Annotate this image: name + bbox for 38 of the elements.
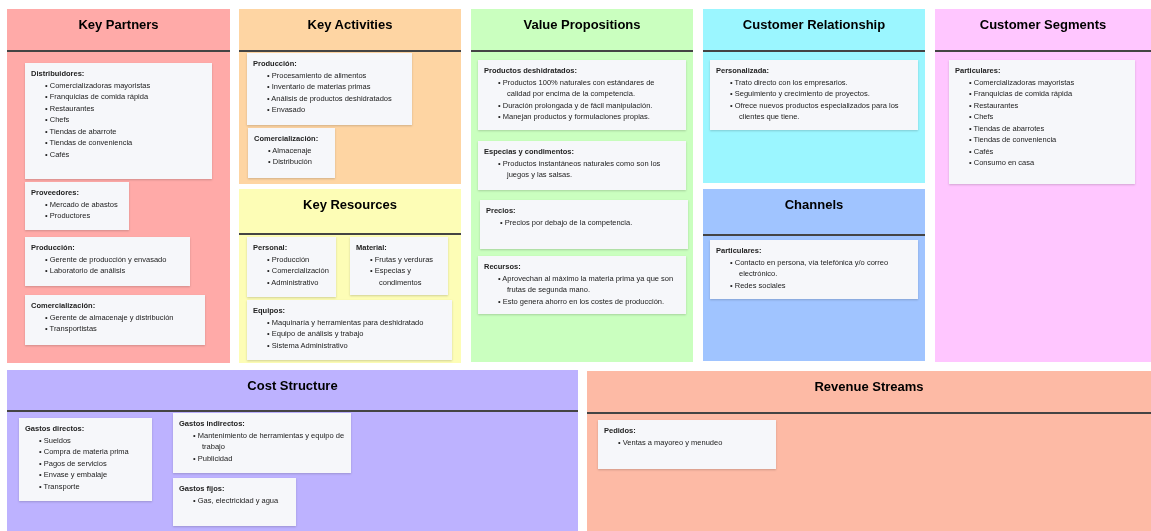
sticky-note: [248, 128, 335, 178]
section-title: Key Activities: [307, 16, 393, 34]
canvas-section: [471, 9, 693, 362]
sticky-note: [247, 53, 412, 125]
sticky-note: [25, 237, 190, 286]
sticky-note: [247, 300, 452, 360]
section-title: Key Resources: [303, 196, 397, 214]
section-title: Key Partners: [78, 16, 159, 34]
sticky-note: [173, 413, 351, 473]
canvas-section: [935, 9, 1151, 362]
sticky-note: [478, 60, 686, 130]
sticky-note: [19, 418, 152, 501]
sticky-note: [480, 200, 688, 249]
sticky-note: [478, 141, 686, 190]
section-title: Cost Structure: [247, 377, 338, 395]
canvas-section: [703, 9, 925, 183]
sticky-note: [25, 182, 129, 230]
sticky-note: [478, 256, 686, 314]
canvas-section: [7, 370, 578, 531]
sticky-note: [25, 295, 205, 345]
sticky-note: [247, 237, 336, 297]
section-title: Customer Segments: [979, 16, 1107, 34]
canvas-section: [239, 9, 461, 184]
section-title: Value Propositions: [523, 16, 641, 34]
section-title: Channels: [784, 196, 844, 214]
sticky-note: [598, 420, 776, 469]
sticky-note: [710, 60, 918, 130]
canvas-section: [7, 9, 230, 363]
section-title: Revenue Streams: [814, 378, 924, 396]
canvas-section: [587, 371, 1151, 531]
sticky-note: [25, 63, 212, 179]
sticky-note: [949, 60, 1135, 184]
canvas-section: [703, 189, 925, 361]
sticky-note: [710, 240, 918, 299]
sticky-note: [173, 478, 296, 526]
section-title: Customer Relationship: [742, 16, 886, 34]
sticky-note: [350, 237, 448, 295]
canvas-section: [239, 189, 461, 363]
